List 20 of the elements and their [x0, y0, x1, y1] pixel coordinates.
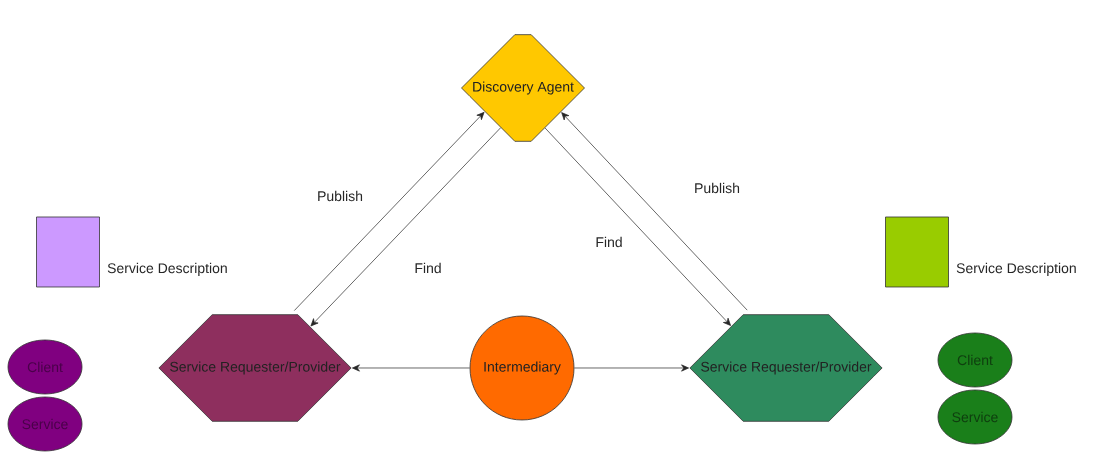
description-label: Service Description: [107, 262, 227, 276]
description-label: Service Description: [956, 262, 1076, 276]
arrow: [293, 112, 485, 311]
square-symbol: [885, 216, 949, 288]
circle-node: Intermediary: [469, 315, 575, 421]
arrow: [544, 127, 731, 326]
edge-label: Publish: [693, 181, 741, 195]
ellipse-node: Client: [937, 332, 1013, 388]
edge-label: Find: [594, 235, 624, 249]
arrow: [561, 112, 748, 311]
arrow: [352, 364, 470, 372]
octagon-node: Service Requester/Provider: [158, 314, 352, 422]
arrow: [310, 127, 502, 327]
edge-label: Publish: [316, 189, 364, 203]
octagon-node: Discovery Agent: [461, 34, 585, 142]
square-symbol: [36, 216, 100, 288]
arrow: [574, 364, 689, 372]
edge-label: Find: [413, 261, 443, 275]
ellipse-node: Service: [937, 389, 1013, 445]
octagon-node: Service Requester/Provider: [689, 314, 883, 422]
